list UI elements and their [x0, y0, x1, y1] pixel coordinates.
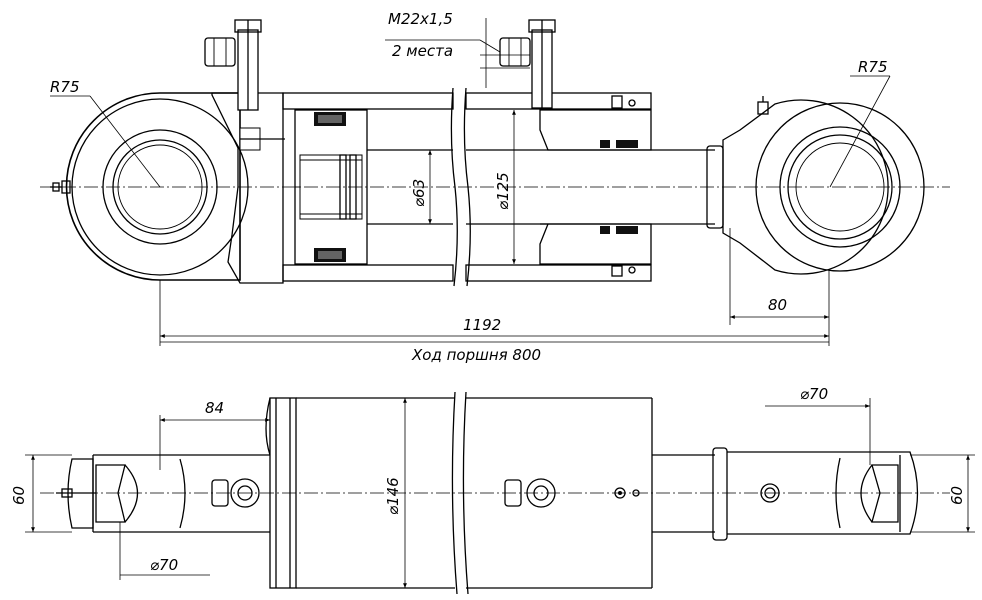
- annotations: M22x1,5 2 места R75 R75 ⌀63 ⌀125 80 1192…: [10, 10, 966, 574]
- rod-plan: [652, 447, 840, 541]
- thread-label: M22x1,5: [388, 10, 453, 28]
- bottom-view: [25, 391, 975, 595]
- width-left-label: 60: [10, 486, 28, 505]
- dimensions-top: [50, 18, 891, 346]
- thread-qty-label: 2 места: [392, 42, 453, 60]
- pin-dia-left-label: ⌀70: [150, 556, 178, 574]
- left-eye: [50, 92, 249, 281]
- cylinder-bottom-section: [204, 19, 285, 284]
- stroke-label: Ход поршня 800: [411, 346, 541, 364]
- bore-dia-label: ⌀125: [494, 172, 512, 210]
- body-dia-label: ⌀146: [384, 477, 402, 515]
- eye-offset-label: 80: [768, 296, 787, 314]
- mounting-flange: [211, 397, 297, 589]
- radius-right-label: R75: [858, 58, 888, 76]
- left-eye-plan: [56, 454, 270, 533]
- dimensions-bottom: [25, 398, 975, 588]
- overall-length-label: 1192: [463, 316, 501, 334]
- pin-dia-right-label: ⌀70: [800, 385, 828, 403]
- right-eye: [706, 96, 925, 275]
- width-right-label: 60: [948, 486, 966, 505]
- top-view: [40, 18, 950, 346]
- cylinder-body-plan: [296, 391, 653, 595]
- gland-section: [499, 19, 652, 277]
- radius-left-label: R75: [50, 78, 80, 96]
- rod-dia-label: ⌀63: [410, 179, 428, 207]
- flange-offset-label: 84: [205, 399, 224, 417]
